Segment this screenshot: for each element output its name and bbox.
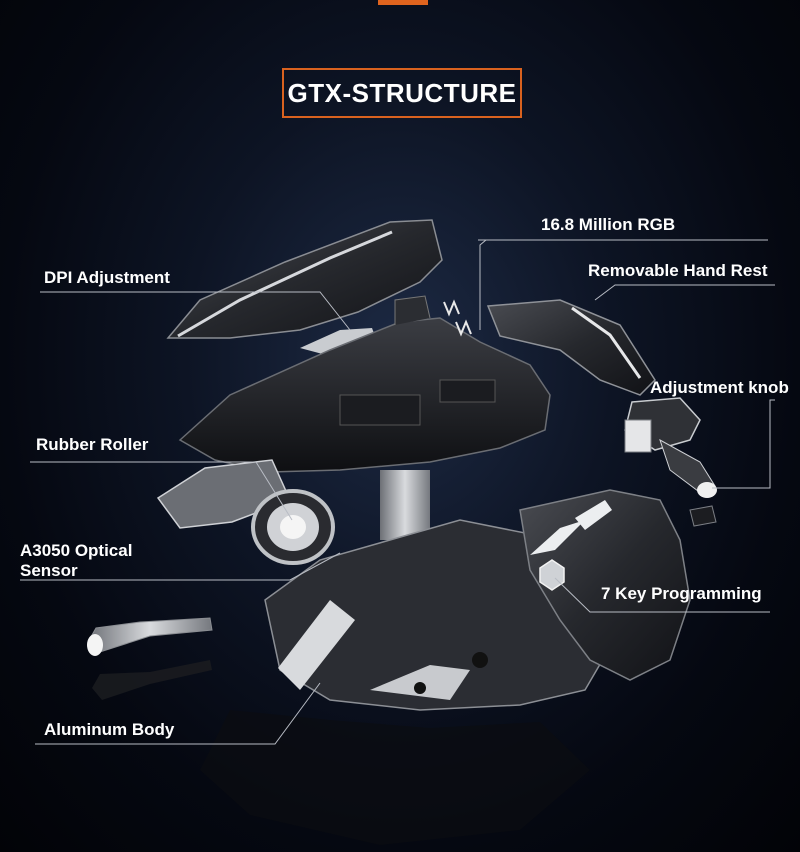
leader-line-dpi (40, 291, 351, 331)
label-dpi-adjustment: DPI Adjustment (44, 268, 170, 287)
label-optical-sensor: A3050 Optical Sensor (20, 541, 180, 581)
page-title: GTX-STRUCTURE (287, 77, 517, 108)
label-rgb: 16.8 Million RGB (541, 215, 676, 234)
leader-line-aluminum (35, 682, 321, 745)
label-optical-sensor-line1: A3050 Optical (20, 541, 133, 560)
right-grip-shell (519, 489, 691, 681)
removable-hand-rest (486, 299, 656, 396)
axle-part (87, 617, 213, 700)
main-chassis (178, 295, 551, 473)
leader-line-knob (712, 399, 775, 489)
adjustment-knob-assembly (624, 397, 717, 527)
label-adjustment-knob: Adjustment knob (650, 378, 789, 397)
rubber-roller (251, 489, 335, 565)
leader-lines (20, 239, 775, 745)
label-rubber-roller: Rubber Roller (36, 435, 149, 454)
leader-line-programming (554, 577, 770, 613)
title-box: GTX-STRUCTURE (282, 68, 522, 118)
label-key-programming: 7 Key Programming (601, 584, 762, 603)
leader-line-sensor (20, 552, 341, 581)
reflection (200, 710, 590, 845)
label-removable-hand-rest: Removable Hand Rest (588, 261, 768, 280)
label-optical-sensor-line2: Sensor (20, 561, 78, 580)
top-accent-bar (378, 0, 428, 5)
leader-line-roller (30, 461, 293, 521)
leader-line-hand-rest (594, 284, 775, 301)
label-aluminum-body: Aluminum Body (44, 720, 175, 739)
